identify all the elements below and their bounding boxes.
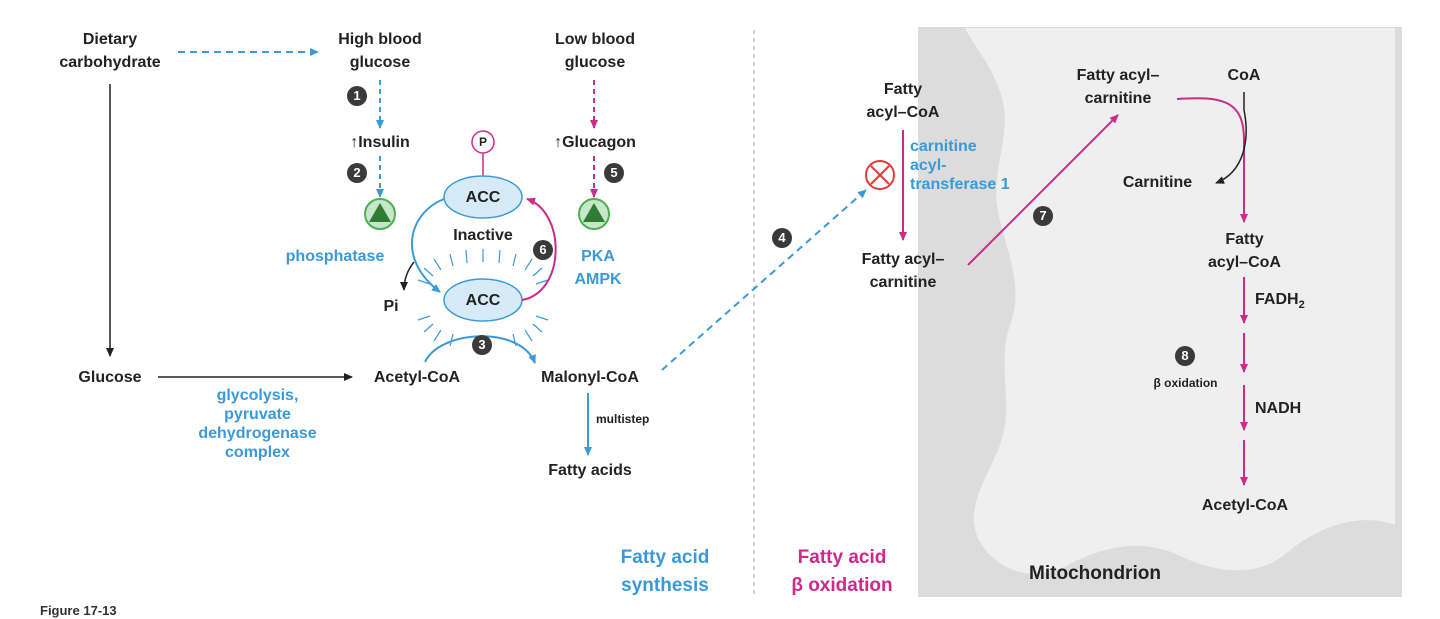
pi-label: Pi [383,298,399,315]
step-1-badge: 1 [347,86,367,106]
fatty-acyl-coa-outside-label: Fatty acyl–CoA [866,81,940,121]
fatty-acyl-carnitine-inside-label: Fatty acyl– carnitine [1076,67,1160,107]
malonyl-coa-label: Malonyl-CoA [541,369,639,386]
step-6-badge: 6 [533,240,553,260]
mitochondrion-label: Mitochondrion [1029,563,1161,584]
step-5-badge: 5 [604,163,624,183]
arrow-acylcarnitine-to-acylcoa [1176,97,1248,223]
fadh2-label: FADH2 [1255,291,1305,312]
mitochondrion-shape [918,27,1402,597]
acc-active-label: ACC [465,292,501,309]
arrow-coa-to-carnitine [1215,92,1247,184]
arrow-pka-ampk [521,197,557,301]
fatty-acyl-carnitine-outside-label: Fatty acyl– carnitine [861,251,945,291]
glucagon-label: ↑Glucagon [554,134,636,151]
nadh-label: NADH [1255,400,1302,417]
acetyl-coa-mito-label: Acetyl-CoA [1201,497,1289,514]
acetyl-coa-label: Acetyl-CoA [373,369,461,386]
arrow-malonylcoa-inhibits-cat1 [661,189,867,371]
phosphate-icon [471,130,495,177]
carnitine-acyltransferase-label: carnitine acyl- transferase 1 [910,138,1010,193]
arrow-phosphatase [411,198,445,293]
cat1-inhibited-icon [865,160,895,190]
figure-caption: Figure 17-13 [40,603,117,618]
insulin-activator-icon [364,198,396,230]
insulin-label: ↑Insulin [350,134,410,151]
inactive-label: Inactive [453,227,513,244]
glucagon-activator-icon [578,198,610,230]
step-4-badge: 4 [772,228,792,248]
pka-ampk-label: PKA AMPK [574,248,622,288]
coa-label: CoA [1227,67,1261,84]
high-blood-glucose-label: High blood glucose [338,31,422,71]
dietary-carbohydrate-label: Dietary carbohydrate [59,31,161,71]
acc-inactive-label: ACC [465,189,501,206]
step-3-badge: 3 [472,335,492,355]
glycolysis-label: glycolysis, pyruvate dehydrogenase compl… [198,387,317,461]
fatty-acid-synthesis-label: Fatty acid synthesis [620,547,710,596]
beta-oxidation-label: β oxidation [1153,376,1218,390]
glucose-label: Glucose [78,369,142,386]
phosphate-label: P [478,135,487,149]
fatty-acid-beta-oxidation-label: Fatty acid β oxidation [791,547,893,596]
arrow-acylcarnitine-into-mitochondrion [967,114,1119,266]
acc-active-rays [417,249,549,347]
carnitine-label: Carnitine [1122,174,1193,191]
arrow-pi-release [400,261,415,291]
low-blood-glucose-label: Low blood glucose [555,31,635,71]
step-2-badge: 2 [347,163,367,183]
acc-inactive-oval [443,175,523,219]
step-7-badge: 7 [1033,206,1053,226]
fatty-acyl-coa-inside-label: Fatty acyl–CoA [1208,231,1281,271]
step-8-badge: 8 [1175,346,1195,366]
phosphatase-label: phosphatase [285,248,385,265]
fatty-acids-label: Fatty acids [548,462,632,479]
multistep-label: multistep [596,412,650,426]
